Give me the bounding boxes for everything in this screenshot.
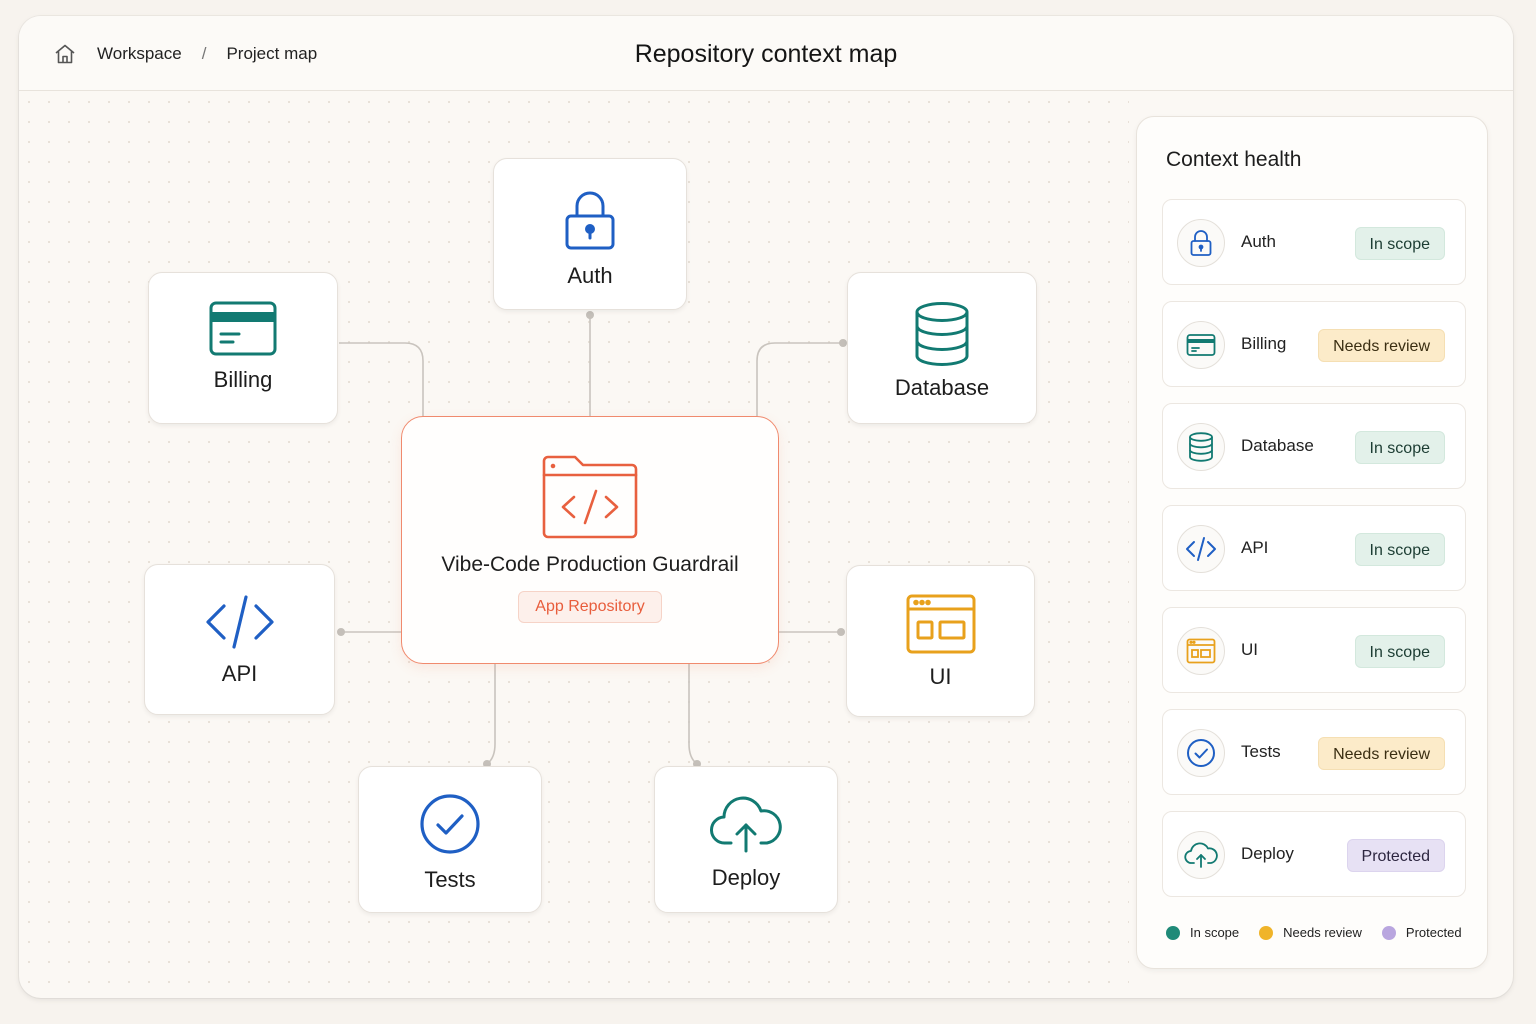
node-tests-label: Tests — [424, 867, 476, 892]
health-row-deploy[interactable]: Deploy Protected — [1162, 811, 1466, 897]
code-icon — [1177, 525, 1225, 573]
cloud-upload-icon — [710, 796, 782, 853]
node-api[interactable]: API — [144, 564, 335, 715]
health-row-label: Auth — [1241, 232, 1276, 251]
legend-needs-review: Needs review — [1259, 925, 1362, 940]
legend-label: In scope — [1190, 925, 1240, 940]
check-circle-icon — [420, 794, 480, 854]
legend-dot-needs-review — [1259, 925, 1274, 940]
check-circle-icon — [1177, 729, 1225, 777]
browser-window-icon — [906, 594, 975, 654]
status-badge: In scope — [1354, 533, 1445, 566]
health-row-billing[interactable]: Billing Needs review — [1162, 301, 1466, 387]
legend-label: Needs review — [1283, 925, 1362, 940]
status-badge: Protected — [1346, 839, 1445, 872]
breadcrumb-separator: / — [201, 44, 207, 63]
node-ui-label: UI — [929, 664, 952, 689]
legend-dot-in-scope — [1166, 925, 1180, 940]
page-title: Repository context map — [634, 40, 898, 68]
lock-icon — [565, 191, 615, 250]
code-folder-icon — [542, 455, 638, 539]
node-app-repository[interactable]: Vibe-Code Production Guardrail App Repos… — [401, 416, 779, 664]
breadcrumb-workspace[interactable]: Workspace — [97, 44, 182, 63]
app-window: Workspace / Project map Repository conte… — [19, 16, 1513, 998]
node-auth-label: Auth — [567, 263, 613, 288]
status-badge: Needs review — [1318, 329, 1445, 362]
legend-in-scope: In scope — [1166, 925, 1239, 940]
center-node-badge: App Repository — [518, 591, 662, 623]
legend-label: Protected — [1405, 925, 1462, 940]
breadcrumb: Workspace / Project map — [53, 42, 317, 66]
health-row-label: Deploy — [1241, 844, 1294, 863]
database-icon — [915, 302, 969, 366]
health-row-database[interactable]: Database In scope — [1162, 403, 1466, 489]
node-deploy[interactable]: Deploy — [654, 766, 838, 913]
code-icon — [205, 595, 274, 649]
status-badge: Needs review — [1318, 737, 1445, 770]
status-badge: In scope — [1354, 431, 1445, 464]
top-bar: Workspace / Project map Repository conte… — [19, 16, 1513, 91]
status-badge: In scope — [1354, 635, 1445, 668]
health-row-label: Billing — [1241, 334, 1287, 353]
center-node-title: Vibe-Code Production Guardrail — [441, 553, 739, 576]
health-row-label: UI — [1241, 640, 1258, 659]
health-row-api[interactable]: API In scope — [1162, 505, 1466, 591]
health-row-auth[interactable]: Auth In scope — [1162, 199, 1466, 285]
node-database-label: Database — [894, 375, 990, 400]
database-icon — [1177, 423, 1225, 471]
health-row-label: Tests — [1241, 742, 1281, 761]
health-row-ui[interactable]: UI In scope — [1162, 607, 1466, 693]
node-deploy-label: Deploy — [711, 865, 781, 890]
status-badge: In scope — [1354, 227, 1445, 260]
context-health-title: Context health — [1166, 148, 1302, 171]
legend-dot-protected — [1381, 925, 1396, 940]
node-database[interactable]: Database — [847, 272, 1037, 424]
context-health-panel: Context health Auth In scope Billing Nee… — [1136, 116, 1488, 969]
legend-protected: Protected — [1381, 925, 1462, 940]
home-icon[interactable] — [53, 42, 77, 66]
credit-card-icon — [1177, 321, 1225, 369]
breadcrumb-project-map[interactable]: Project map — [226, 44, 318, 63]
node-auth[interactable]: Auth — [493, 158, 687, 310]
credit-card-icon — [209, 301, 277, 356]
health-row-label: API — [1241, 538, 1269, 557]
node-ui[interactable]: UI — [846, 565, 1035, 717]
lock-icon — [1177, 219, 1225, 267]
health-row-tests[interactable]: Tests Needs review — [1162, 709, 1466, 795]
cloud-upload-icon — [1177, 831, 1225, 879]
node-billing-label: Billing — [213, 367, 273, 392]
health-row-label: Database — [1241, 436, 1314, 455]
browser-window-icon — [1177, 627, 1225, 675]
node-tests[interactable]: Tests — [358, 766, 542, 913]
node-billing[interactable]: Billing — [148, 272, 338, 424]
status-legend: In scope Needs review Protected — [1166, 925, 1462, 940]
node-api-label: API — [221, 661, 258, 686]
